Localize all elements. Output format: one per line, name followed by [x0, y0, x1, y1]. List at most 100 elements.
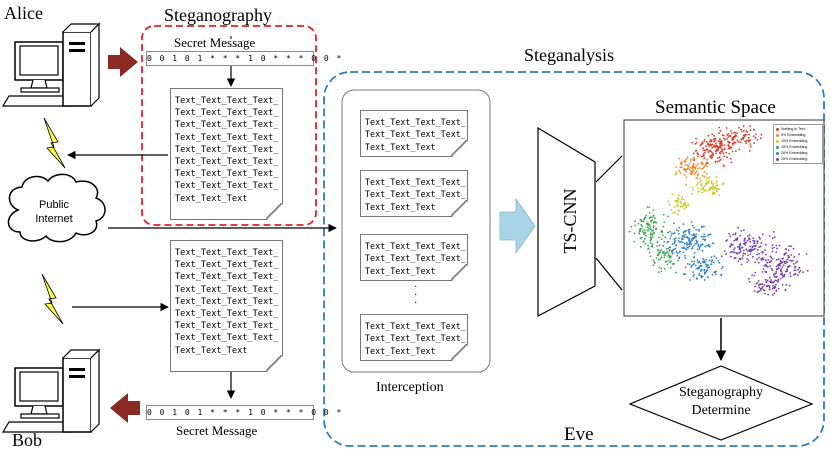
- scatter-point: [783, 254, 786, 256]
- scatter-point: [718, 146, 720, 149]
- scatter-point: [720, 273, 722, 276]
- scatter-point: [679, 206, 682, 208]
- scatter-point: [705, 179, 708, 182]
- scatter-point: [742, 249, 745, 252]
- scatter-point: [697, 155, 699, 158]
- scatter-point: [666, 263, 669, 266]
- scatter-point: [703, 165, 706, 168]
- scatter-point: [734, 247, 736, 249]
- scatter-point: [736, 139, 739, 142]
- text-line: Text_Text_Text_Text_: [365, 189, 466, 200]
- scatter-point: [726, 134, 729, 136]
- scatter-point: [712, 185, 714, 188]
- scatter-point: [646, 226, 649, 229]
- scatter-point: [778, 263, 780, 266]
- text-line: Text_Text_Text: [365, 345, 436, 356]
- scatter-point: [794, 261, 797, 264]
- scatter-point: [718, 188, 720, 190]
- scatter-point: [697, 245, 700, 248]
- scatter-point: [780, 268, 782, 270]
- scatter-point: [682, 247, 685, 250]
- scatter-point: [746, 249, 749, 252]
- scatter-point: [708, 259, 711, 262]
- scatter-point: [731, 150, 734, 153]
- scatter-point: [673, 206, 676, 209]
- scatter-point: [703, 140, 705, 143]
- scatter-point: [734, 251, 736, 254]
- decision-line2: Determine: [691, 403, 751, 418]
- decision-line1: Steganography: [679, 385, 763, 400]
- scatter-point: [764, 249, 766, 252]
- scatter-point: [662, 225, 665, 228]
- secret-message-bits-top: 0 0 1 0 1 * * * 1 0 * * * 0 0 *: [146, 51, 341, 66]
- scatter-point: [703, 225, 705, 228]
- scatter-point: [733, 141, 735, 144]
- scatter-point: [683, 168, 686, 171]
- text-line: Text_Text_Text_Text_: [175, 132, 279, 143]
- scatter-point: [673, 232, 676, 235]
- scatter-point: [698, 266, 700, 268]
- scatter-point: [736, 252, 739, 255]
- scatter-point: [695, 233, 697, 236]
- scatter-point: [758, 290, 761, 293]
- scatter-point: [711, 133, 714, 136]
- scatter-point: [714, 271, 716, 274]
- scatter-point: [643, 240, 645, 243]
- scatter-point: [761, 271, 764, 273]
- scatter-point: [732, 138, 735, 140]
- scatter-point: [714, 140, 716, 142]
- scatter-point: [742, 138, 744, 140]
- scatter-point: [653, 217, 656, 220]
- scatter-point: [726, 239, 729, 241]
- scatter-point: [700, 235, 703, 238]
- scatter-point: [656, 254, 659, 257]
- scatter-point: [698, 272, 701, 275]
- scatter-point: [751, 274, 753, 277]
- scatter-point: [686, 164, 689, 167]
- public-internet-line2: Internet: [35, 213, 73, 225]
- scatter-point: [680, 202, 683, 204]
- scatter-point: [756, 138, 759, 141]
- scatter-point: [709, 155, 712, 158]
- scatter-point: [720, 150, 722, 153]
- scatter-point: [756, 242, 759, 245]
- scatter-point: [669, 230, 671, 233]
- scatter-point: [730, 161, 733, 164]
- scatter-point: [695, 228, 698, 231]
- scatter-point: [649, 232, 652, 235]
- scatter-point: [701, 226, 703, 229]
- scatter-point: [703, 279, 706, 281]
- scatter-point: [698, 229, 700, 232]
- scatter-point: [776, 247, 778, 250]
- scatter-point: [644, 242, 647, 245]
- scatter-point: [685, 176, 688, 179]
- scatter-point: [681, 205, 683, 208]
- legend-label: 20% Embedding: [781, 151, 808, 155]
- scatter-point: [702, 147, 705, 150]
- scatter-point: [685, 158, 688, 161]
- scatter-point: [773, 275, 776, 278]
- scatter-point: [772, 294, 774, 296]
- scatter-point: [690, 238, 693, 241]
- bob-label: Bob: [12, 430, 43, 450]
- scatter-point: [754, 261, 756, 264]
- scatter-point: [677, 259, 679, 262]
- scatter-point: [745, 248, 748, 251]
- scatter-point: [697, 190, 700, 193]
- scatter-point: [793, 269, 796, 272]
- scatter-point: [716, 160, 719, 163]
- scatter-point: [694, 150, 697, 152]
- scatter-point: [751, 246, 754, 249]
- scatter-point: [691, 164, 694, 167]
- scatter-point: [682, 251, 684, 254]
- scatter-point: [729, 141, 731, 144]
- scatter-point: [701, 141, 704, 144]
- scatter-point: [802, 271, 804, 273]
- scatter-point: [745, 130, 748, 133]
- scatter-point: [736, 237, 739, 239]
- scatter-point: [692, 152, 695, 155]
- scatter-point: [764, 278, 767, 281]
- scatter-point: [737, 226, 739, 229]
- scatter-point: [730, 132, 733, 135]
- scatter-point: [686, 263, 689, 265]
